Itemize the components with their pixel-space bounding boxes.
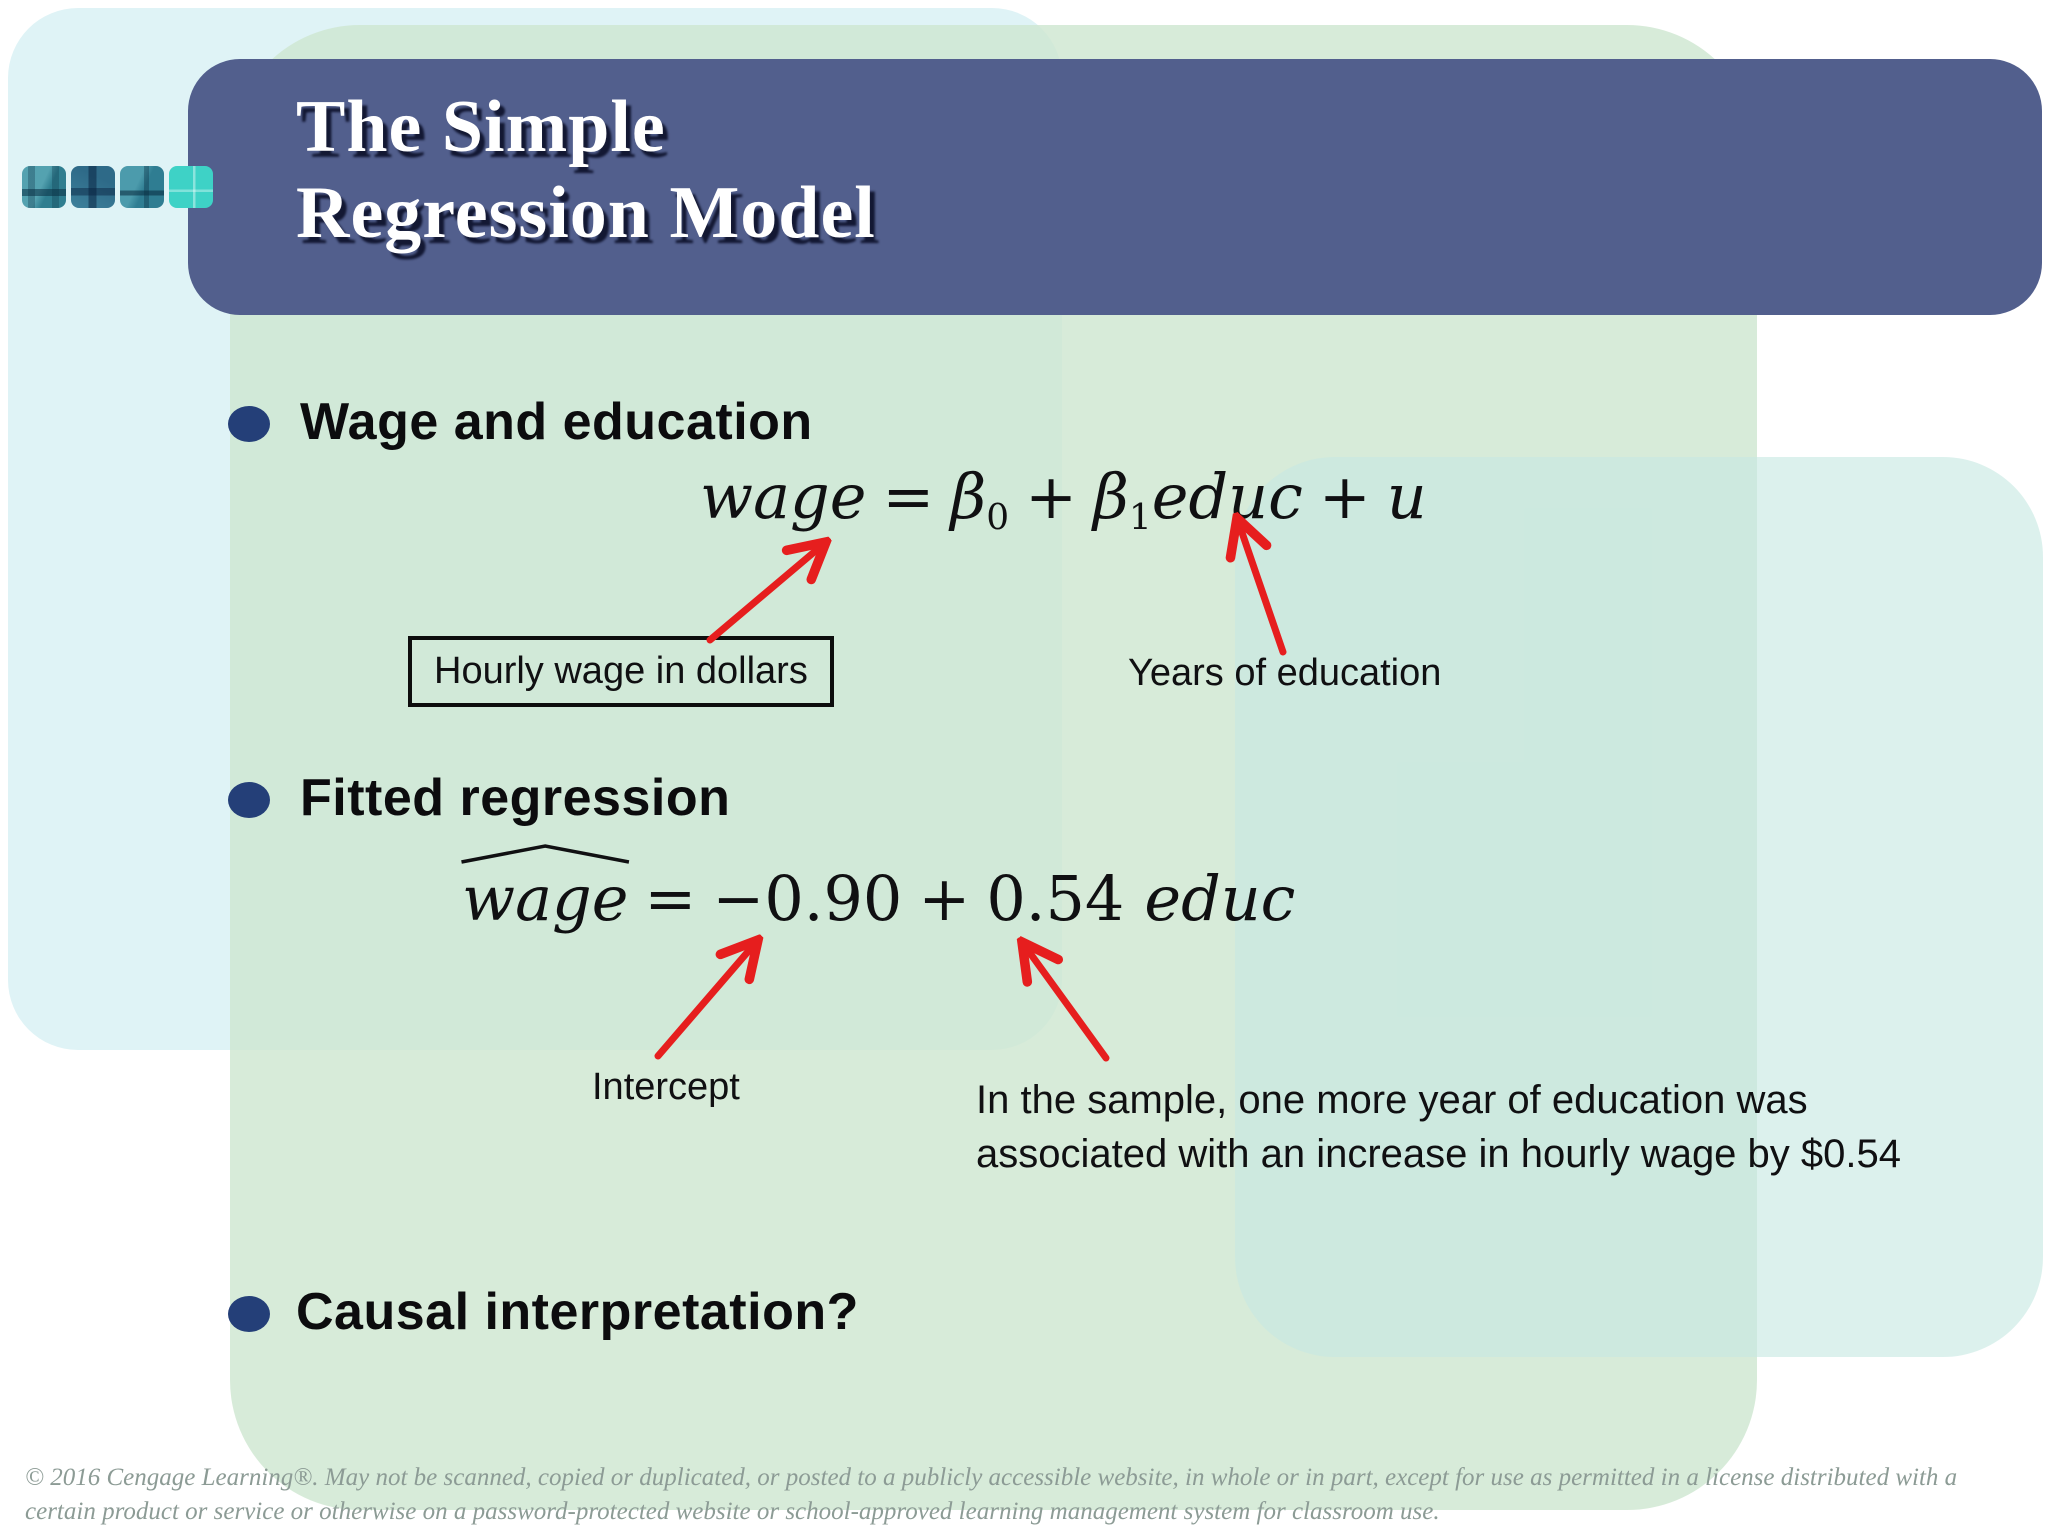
bullet-dot-2 (228, 782, 270, 818)
model-beta1: β (1093, 460, 1129, 533)
footer-line-1: © 2016 Cengage Learning®. May not be sca… (25, 1464, 1958, 1491)
model-formula: wage=β0+β1educ+u (700, 460, 1427, 535)
deco-square-2 (71, 166, 115, 208)
fitted-dep: wage (462, 862, 629, 935)
title-line2: Regression Model (296, 172, 876, 254)
title-line1: The Simple (296, 86, 666, 168)
slope-note-line1: In the sample, one more year of educatio… (976, 1078, 1808, 1122)
educ-label: Years of education (1128, 652, 1442, 694)
fitted-dep-hat: wage (462, 862, 628, 935)
fitted-regressor: educ (1144, 862, 1296, 935)
hat-icon (458, 844, 632, 864)
wage-box-label: Hourly wage in dollars (408, 636, 834, 707)
fitted-equals: = (644, 862, 697, 935)
bullet-dot-1 (228, 406, 270, 442)
deco-square-1 (22, 166, 66, 208)
model-regressor: educ (1151, 460, 1303, 533)
model-plus-1: + (1025, 460, 1078, 533)
model-equals: = (882, 460, 935, 533)
intercept-label: Intercept (592, 1066, 740, 1108)
title-bar (188, 59, 2042, 315)
model-beta0: β (950, 460, 987, 533)
deco-square-3 (120, 166, 164, 208)
bullet-dot-3 (228, 1296, 270, 1332)
model-error: u (1386, 460, 1427, 533)
model-dep: wage (700, 460, 867, 533)
model-beta0-sub: 0 (986, 496, 1010, 538)
footer-line-2: certain product or service or otherwise … (25, 1498, 1440, 1525)
deco-square-4 (169, 166, 213, 208)
slope-note-line2: associated with an increase in hourly wa… (976, 1132, 1901, 1176)
fitted-slope: 0.54 (986, 862, 1125, 935)
fitted-intercept: −0.90 (712, 862, 903, 935)
model-plus-2: + (1318, 460, 1371, 533)
bg-rect-teal (1235, 457, 2043, 1357)
fitted-plus: + (918, 862, 971, 935)
bullet-causal-interpretation: Causal interpretation? (296, 1283, 859, 1341)
bullet-fitted-regression: Fitted regression (300, 769, 731, 827)
fitted-formula: wage=−0.90+0.54 educ (462, 862, 1295, 935)
bullet-wage-education: Wage and education (300, 393, 813, 451)
model-beta1-sub: 1 (1128, 496, 1152, 538)
